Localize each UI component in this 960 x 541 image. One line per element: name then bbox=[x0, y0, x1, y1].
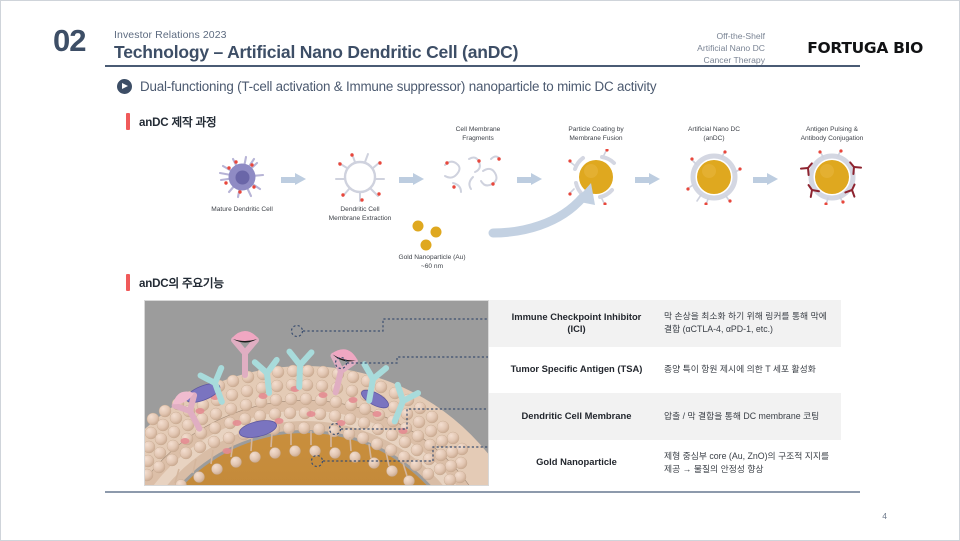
process-arrow-1 bbox=[281, 173, 307, 186]
page-title: Technology – Artificial Nano Dendritic C… bbox=[114, 42, 519, 62]
header-tagline: Off-the-Shelf Artificial Nano DC Cancer … bbox=[697, 30, 765, 67]
gold-nanoparticle-group: Gold Nanoparticle (Au) ~60 nm bbox=[362, 217, 502, 277]
process-step-4-caption: Particle Coating by Membrane Fusion bbox=[568, 126, 624, 143]
feature-description: 종양 특이 항원 제시에 의한 T 세포 활성화 bbox=[664, 364, 816, 375]
feature-name-line1: Dendritic Cell Membrane bbox=[521, 409, 632, 421]
company-logo: FORTUGA BIO bbox=[807, 39, 923, 57]
tagline-line-1: Off-the-Shelf bbox=[716, 31, 765, 41]
feature-name-line1: Tumor Specific Antigen (TSA) bbox=[510, 363, 643, 375]
accent-bar bbox=[126, 113, 130, 130]
process-arrow-4 bbox=[635, 173, 661, 186]
feature-name-line2: (ICI) bbox=[567, 323, 586, 335]
feature-description: 막 손상을 최소화 하기 위해 링커를 통해 막에 결합 (αCTLA-4, α… bbox=[664, 311, 827, 335]
section-heading-features: anDC의 주요기능 bbox=[126, 274, 224, 291]
process-step-3-caption: Cell Membrane Fragments bbox=[455, 126, 501, 143]
process-step-3: Cell Membrane Fragments bbox=[423, 125, 533, 219]
antigen-pulsing-icon bbox=[799, 149, 863, 205]
mature-dendritic-cell-icon bbox=[218, 155, 265, 199]
gold-nanoparticle-caption-l2: ~60 nm bbox=[420, 263, 444, 270]
feature-name: Gold Nanoparticle bbox=[489, 456, 664, 469]
table-row: Gold Nanoparticle 제형 중심부 core (Au, ZnO)의… bbox=[489, 439, 841, 486]
process-step-5: Artificial Nano DC (anDC) bbox=[659, 125, 769, 219]
section-heading-text: anDC의 주요기능 bbox=[139, 276, 224, 290]
footer-divider bbox=[105, 491, 860, 493]
process-arrow-5 bbox=[753, 173, 779, 186]
section-number: 02 bbox=[53, 23, 86, 58]
features-panel: Immune Checkpoint Inhibitor (ICI) 막 손상을 … bbox=[144, 300, 841, 486]
process-step-1: Mature Dendritic Cell bbox=[187, 149, 297, 219]
play-circle-icon bbox=[117, 79, 132, 94]
slide-header: 02 Investor Relations 2023 Technology – … bbox=[1, 1, 960, 73]
subtitle-row: Dual-functioning (T-cell activation & Im… bbox=[117, 79, 657, 94]
feature-name: Dendritic Cell Membrane bbox=[489, 410, 664, 423]
process-arrow-2 bbox=[399, 173, 425, 186]
table-row: Immune Checkpoint Inhibitor (ICI) 막 손상을 … bbox=[489, 300, 841, 347]
feature-name-line1: Gold Nanoparticle bbox=[536, 456, 617, 468]
process-step-2-caption: Dendritic Cell Membrane Extraction bbox=[328, 206, 392, 223]
process-step-2: Dendritic Cell Membrane Extraction bbox=[305, 149, 415, 223]
membrane-render bbox=[145, 301, 488, 485]
header-kicker: Investor Relations 2023 bbox=[114, 29, 227, 41]
process-arrow-3 bbox=[517, 173, 543, 186]
feature-description: 압출 / 막 결합을 통해 DC membrane 코팅 bbox=[664, 410, 820, 421]
process-step-6-caption: Antigen Pulsing & Antibody Conjugation bbox=[800, 126, 864, 143]
tagline-line-2: Artificial Nano DC bbox=[697, 43, 765, 54]
curved-feed-arrow bbox=[488, 183, 595, 238]
table-row: Dendritic Cell Membrane 압출 / 막 결합을 통해 DC… bbox=[489, 393, 841, 440]
accent-bar bbox=[126, 274, 130, 291]
membrane-fragments-icon bbox=[444, 155, 501, 193]
features-table: Immune Checkpoint Inhibitor (ICI) 막 손상을 … bbox=[489, 300, 841, 486]
section-heading-text: anDC 제작 과정 bbox=[139, 115, 217, 129]
process-step-6: Antigen Pulsing & Antibody Conjugation bbox=[777, 125, 887, 219]
artificial-nano-dc-icon bbox=[686, 150, 742, 205]
tagline-line-3: Cancer Therapy bbox=[703, 55, 765, 66]
dendritic-cell-membrane-illustration bbox=[144, 300, 489, 486]
process-step-1-caption: Mature Dendritic Cell bbox=[211, 206, 273, 213]
subtitle-text: Dual-functioning (T-cell activation & Im… bbox=[140, 79, 657, 94]
page-number: 4 bbox=[882, 511, 887, 521]
process-diagram: Mature Dendritic Cell bbox=[187, 125, 863, 277]
feature-name: Tumor Specific Antigen (TSA) bbox=[489, 363, 664, 376]
header-divider bbox=[105, 65, 860, 67]
feature-name: Immune Checkpoint Inhibitor (ICI) bbox=[489, 311, 664, 336]
membrane-extraction-icon bbox=[335, 153, 385, 202]
feature-description: 제형 중심부 core (Au, ZnO)의 구조적 지지를 제공 → 물질의 … bbox=[664, 450, 830, 474]
table-row: Tumor Specific Antigen (TSA) 종양 특이 항원 제시… bbox=[489, 346, 841, 393]
process-step-5-caption: Artificial Nano DC (anDC) bbox=[687, 126, 741, 143]
section-heading-process: anDC 제작 과정 bbox=[126, 113, 217, 130]
gold-nanoparticle-caption-l1: Gold Nanoparticle (Au) bbox=[398, 254, 466, 261]
gold-nanoparticle-icon bbox=[412, 220, 442, 251]
feature-name-line1: Immune Checkpoint Inhibitor bbox=[511, 310, 642, 322]
